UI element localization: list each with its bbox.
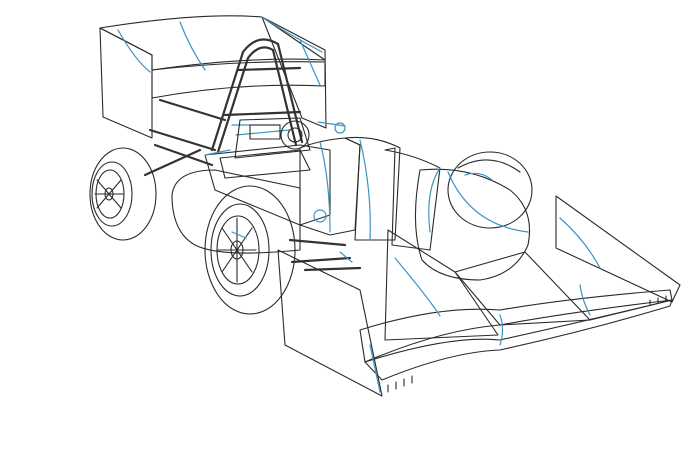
left-sidepod — [171, 169, 301, 254]
front-wing-middle-element — [454, 251, 591, 326]
rear-left-wheel — [89, 147, 157, 241]
front-wing-main-plane — [359, 289, 673, 363]
rear-wing-left-endplate — [99, 27, 153, 139]
front-wing-right-endplate — [555, 195, 681, 303]
body-section-2 — [344, 136, 401, 241]
engine-bay — [234, 117, 346, 159]
front-wing-left-endplate — [277, 249, 383, 397]
rear-right-wheel — [447, 151, 533, 229]
front-wing-center-element — [384, 229, 499, 341]
cockpit-tub — [204, 144, 331, 226]
body-section-3 — [384, 147, 441, 251]
rear-wing — [99, 15, 327, 139]
roll-hoop-frame — [143, 38, 304, 177]
body-section-1 — [299, 137, 361, 236]
chassis — [171, 144, 331, 254]
front-wing-lower-plane — [364, 299, 673, 381]
front-left-wheel — [204, 185, 296, 315]
front-wing — [277, 195, 681, 397]
